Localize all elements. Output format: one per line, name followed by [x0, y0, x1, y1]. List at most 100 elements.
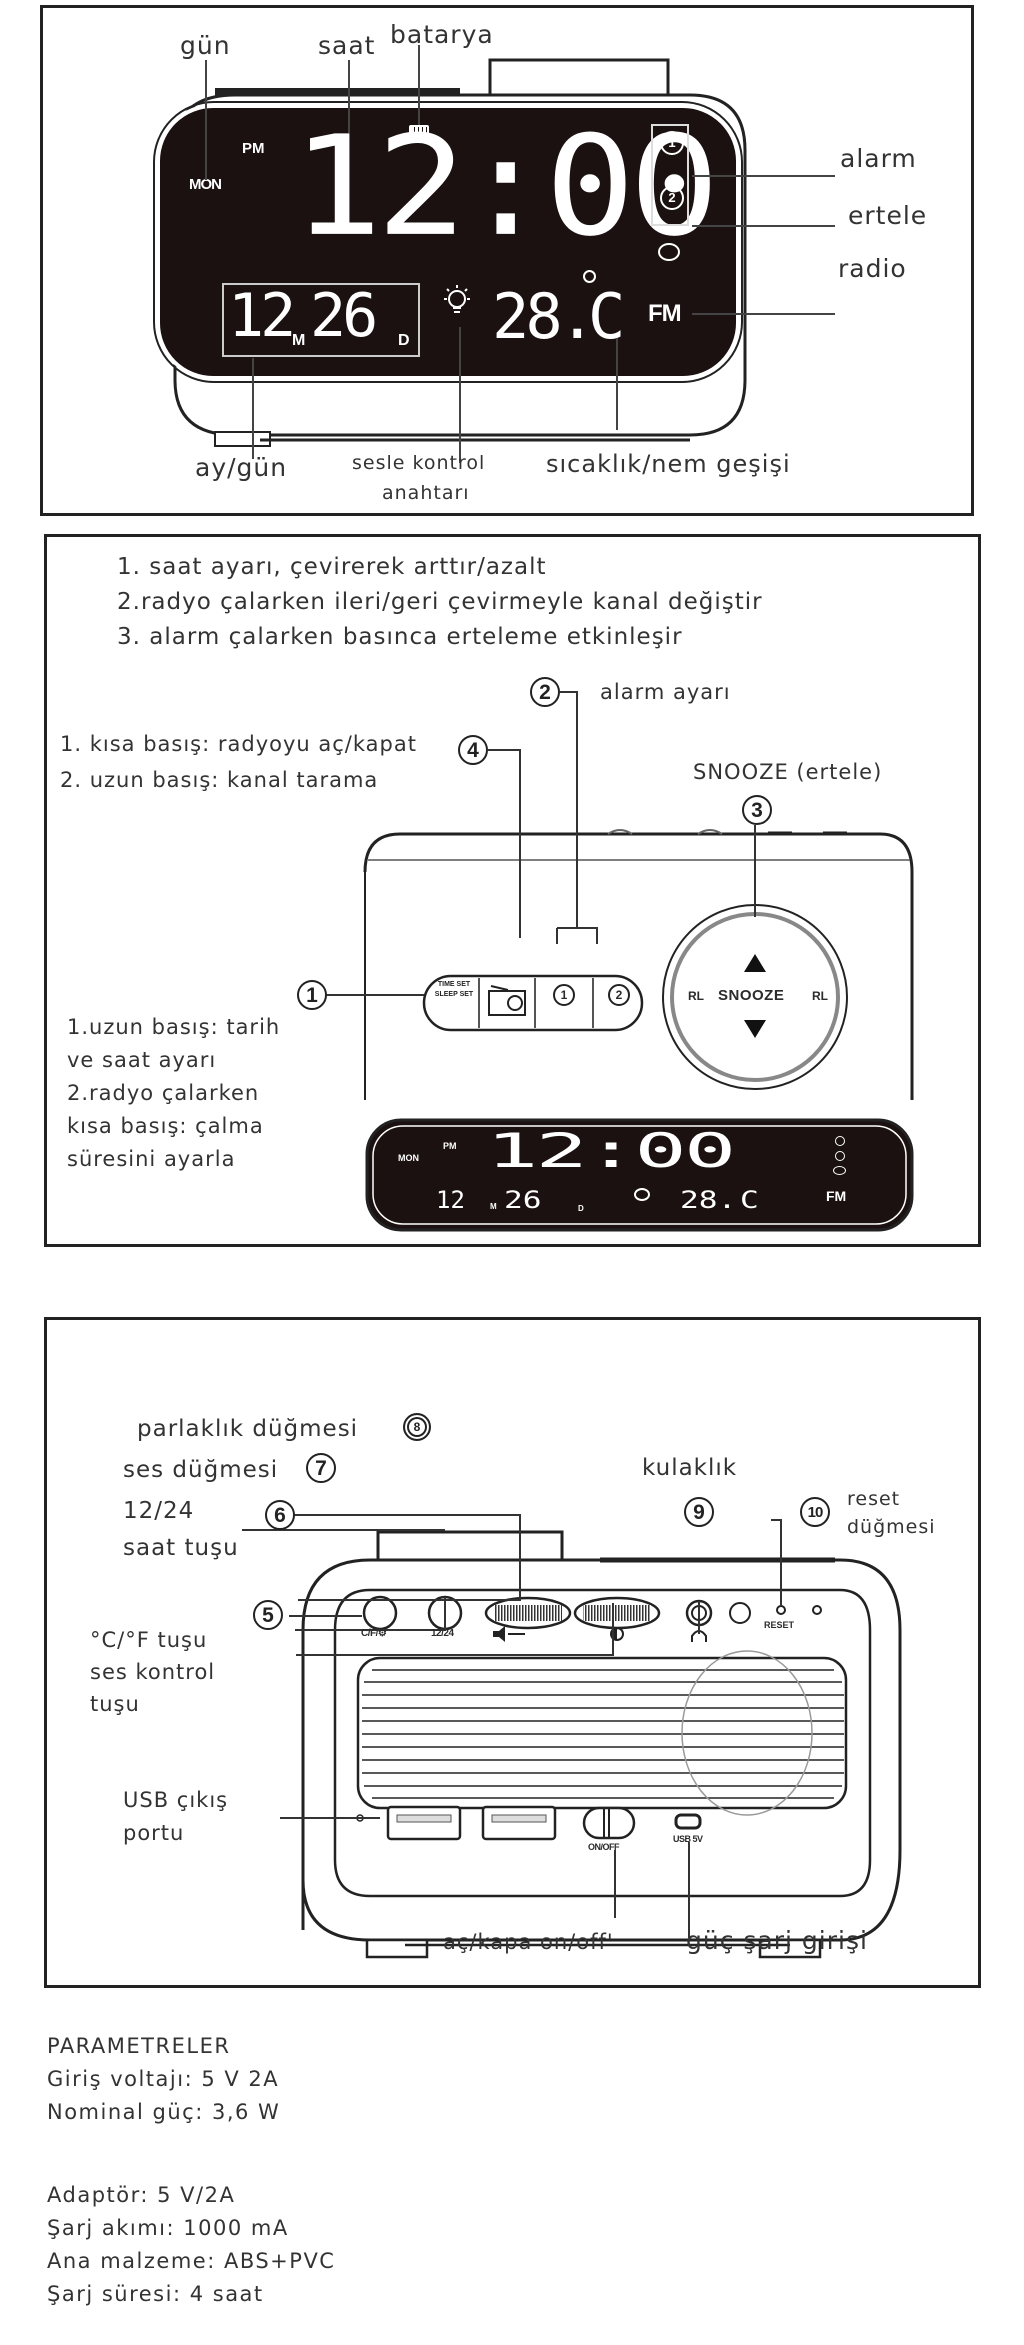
lcd-ampm: PM: [242, 140, 265, 157]
reset-button[interactable]: [776, 1605, 786, 1615]
date-box: [222, 283, 420, 357]
panel1-leader-lines: [205, 45, 835, 463]
label-cf-line3: tuşu: [90, 1692, 140, 1716]
volume-wheel-control[interactable]: [486, 1598, 570, 1628]
degree-symbol: [583, 270, 596, 283]
h1224-button-label: 12/24: [431, 1628, 454, 1639]
dial-right-label: RL: [812, 989, 828, 1003]
callout-9: 9: [684, 1497, 714, 1527]
callout-3: 3: [742, 795, 772, 825]
label-clock: saat: [318, 31, 376, 60]
cf-button[interactable]: [364, 1597, 396, 1629]
micro-usb-port: [674, 1813, 702, 1830]
time-set-button[interactable]: TIME SET SLEEP SET: [430, 980, 478, 1000]
instruction-3: 3. alarm çalarken basınca erteleme etkin…: [117, 624, 683, 650]
label-snooze: ertele: [848, 201, 928, 230]
dial-up-arrow: [744, 954, 766, 972]
lower-lcd-month: 12: [436, 1186, 465, 1214]
lcd-temp-unit: C: [588, 280, 626, 353]
label-alarm-setting: alarm ayarı: [600, 680, 731, 704]
grille-slats: [362, 1669, 844, 1799]
time-set-label: TIME SET: [437, 981, 471, 988]
label-volume: ses düğmesi: [123, 1457, 279, 1483]
alarm2-icon: 2: [660, 186, 684, 210]
usb-port-2: [481, 1805, 557, 1841]
label-alarm: alarm: [840, 144, 917, 173]
h1224-button[interactable]: [429, 1597, 461, 1629]
param-charge-current: Şarj akımı: 1000 mA: [47, 2216, 289, 2240]
label-radio: radio: [838, 254, 907, 283]
usb-port-1: [386, 1805, 462, 1841]
label-reset-line1: reset: [847, 1488, 901, 1510]
headphone-jack-port[interactable]: [687, 1601, 711, 1625]
callout-8: 8: [403, 1413, 431, 1441]
back-panel: [44, 1317, 981, 1988]
param-nominal-power: Nominal güç: 3,6 W: [47, 2100, 281, 2124]
callout-2: 2: [530, 677, 560, 707]
callout-10: 10: [800, 1497, 830, 1527]
label-reset-line2: düğmesi: [847, 1516, 936, 1538]
lower-lcd-snooze-icon: [833, 1166, 846, 1175]
label-1224-line2: saat tuşu: [123, 1535, 239, 1561]
lcd-time: 12:00: [292, 106, 720, 268]
alarm1-button[interactable]: 1: [553, 984, 575, 1006]
lower-lcd-alarm1-icon: [835, 1136, 845, 1146]
lower-lcd-voice-icon: [634, 1188, 650, 1201]
brightness-wheel-control[interactable]: [575, 1598, 659, 1628]
snooze-icon: [658, 243, 680, 261]
clock-top-drawing: [326, 691, 914, 1232]
alarm2-button[interactable]: 2: [608, 984, 630, 1006]
label-voice-control-2: anahtarı: [382, 482, 470, 504]
lcd-day: 26: [310, 281, 378, 351]
lcd-weekday: MON: [189, 176, 222, 193]
radio-button[interactable]: [481, 978, 533, 1028]
battery-icon: [409, 125, 429, 138]
dial-left-label: RL: [688, 989, 704, 1003]
reset-label: RESET: [764, 1620, 795, 1630]
lower-lcd-day-unit: D: [578, 1204, 584, 1213]
label-1224-line1: 12/24: [123, 1498, 195, 1524]
lower-lcd-day: 26: [504, 1186, 542, 1214]
clock-back-drawing: [242, 1514, 902, 1959]
label-cf-line2: ses kontrol: [90, 1660, 216, 1684]
label-headphone: kulaklık: [642, 1455, 738, 1481]
label-month-day: ay/gün: [195, 453, 288, 482]
lower-lcd-time: 12:00: [486, 1124, 736, 1179]
label-voice-control: sesle kontrol: [352, 452, 486, 474]
label-brightness: parlaklık düğmesi: [137, 1416, 359, 1442]
alarm1-icon: 1: [660, 131, 684, 155]
param-adapter: Adaptör: 5 V/2A: [47, 2183, 236, 2207]
charge-port[interactable]: [676, 1815, 700, 1828]
lower-lcd: [365, 1118, 914, 1232]
label-day: gün: [180, 31, 231, 60]
callout-6: 6: [265, 1500, 295, 1530]
speaker-icon: [493, 1626, 505, 1642]
callout-1: 1: [297, 980, 327, 1010]
clock-front-drawing: [153, 58, 747, 447]
callout-5: 5: [253, 1600, 283, 1630]
power-switch[interactable]: [584, 1808, 634, 1838]
lower-lcd-band: FM: [826, 1188, 847, 1204]
param-material: Ana malzeme: ABS+PVC: [47, 2249, 336, 2273]
label-usb-line2: portu: [123, 1821, 185, 1845]
label-charge-input: güç şarj girişi: [686, 1926, 868, 1955]
label-timeset-2: ve saat ayarı: [67, 1048, 217, 1072]
lcd-screen: [156, 104, 740, 380]
label-radio-button-1: 1. kısa basış: radyoyu aç/kapat: [60, 732, 417, 756]
lower-lcd-month-unit: M: [490, 1202, 497, 1211]
lower-lcd-temp-unit: C: [740, 1186, 759, 1214]
label-cf-line1: °C/°F tuşu: [90, 1628, 208, 1652]
label-radio-button-2: 2. uzun basış: kanal tarama: [60, 768, 379, 792]
usb5v-label: USB 5V: [673, 1834, 703, 1844]
lcd-temperature: 28.: [492, 280, 596, 353]
label-snooze-title: SNOOZE (ertele): [693, 760, 883, 784]
snooze-button[interactable]: SNOOZE: [718, 987, 785, 1004]
dial-down-arrow: [744, 1020, 766, 1038]
lcd-band: FM: [648, 300, 682, 327]
label-timeset-3: 2.radyo çalarken: [67, 1081, 260, 1105]
label-timeset-1: 1.uzun basış: tarih: [67, 1015, 281, 1039]
param-charge-time: Şarj süresi: 4 saat: [47, 2282, 264, 2306]
voice-control-icon: [444, 285, 470, 313]
lcd-month: 12: [228, 281, 296, 351]
radio-icon: [488, 985, 526, 1016]
